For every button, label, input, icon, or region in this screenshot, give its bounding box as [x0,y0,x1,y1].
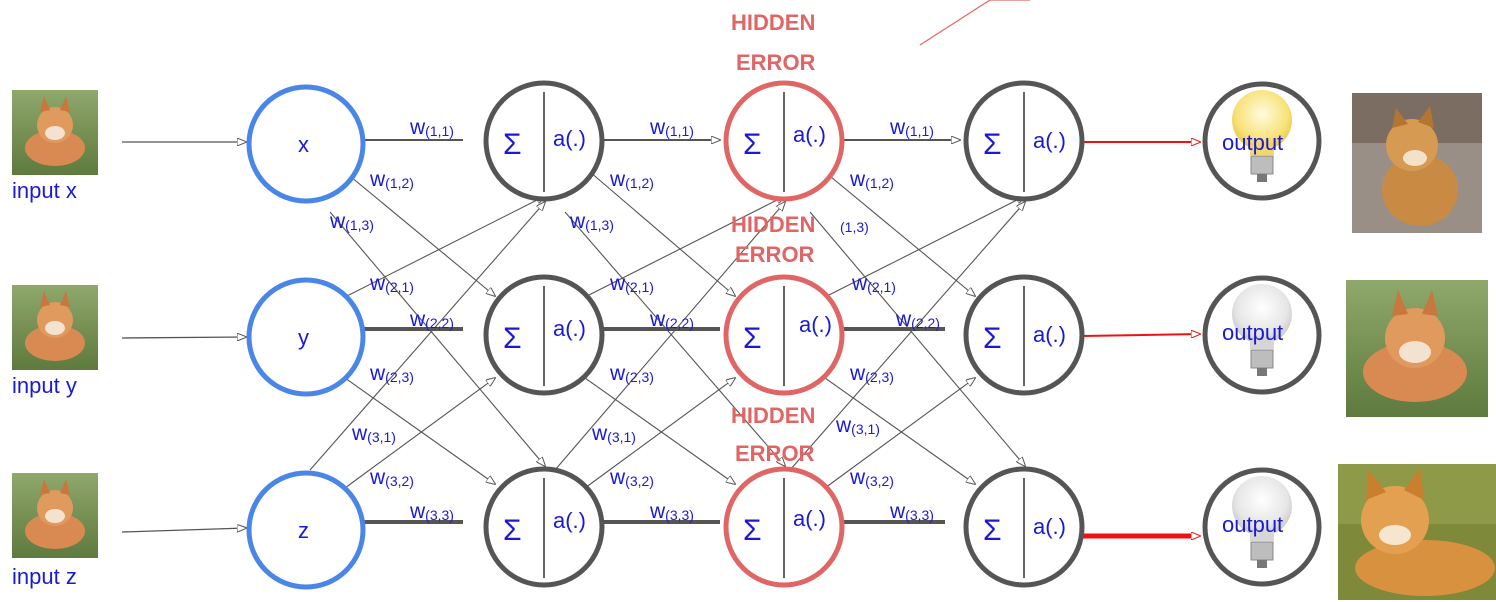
svg-text:w(3,1): w(3,1) [351,422,396,445]
svg-text:Σ: Σ [743,514,762,547]
output-neuron-1: Σ a(.) [963,80,1085,202]
connections-layer-1 [309,171,545,489]
output-image-3 [1338,464,1496,600]
svg-text:w(3,2): w(3,2) [849,466,894,489]
svg-text:z: z [298,518,309,543]
svg-text:w(1,3): w(1,3) [329,210,374,233]
input-node-y: y [246,277,366,397]
output-node-1: output [1202,81,1322,201]
svg-text:w(3,3): w(3,3) [889,500,934,523]
svg-text:Σ: Σ [743,128,762,161]
hidden-error-label-1: HIDDEN ERROR [731,10,816,75]
svg-text:a(.): a(.) [553,316,586,341]
input-label-x: input x [12,178,77,203]
svg-text:a(.): a(.) [1033,128,1066,153]
unlit-lightbulb-icon [1232,476,1292,568]
output-node-2: output [1202,275,1322,395]
svg-text:w(1,1): w(1,1) [649,116,694,139]
svg-text:a(.): a(.) [799,312,832,337]
output-image-2 [1346,280,1488,417]
lit-lightbulb-icon [1232,90,1292,182]
input-image-y [12,285,98,370]
svg-text:output: output [1222,130,1283,155]
output-node-3: output [1202,467,1322,587]
connections-layer-3 [789,171,1025,489]
svg-text:w(3,3): w(3,3) [409,500,454,523]
svg-text:a(.): a(.) [553,508,586,533]
svg-text:w(3,1): w(3,1) [591,422,636,445]
svg-text:w(2,3): w(2,3) [849,362,894,385]
weights-layer-2: w(1,1) w(1,2) w(1,3) w(2,1) w(2,2) w(2,3… [569,116,694,523]
hidden2-neuron-1: Σ a(.) [723,80,845,202]
svg-text:Σ: Σ [983,128,1002,161]
svg-text:w(2,2): w(2,2) [649,308,694,331]
svg-text:Σ: Σ [743,322,762,355]
output-neuron-3: Σ a(.) [963,466,1085,588]
input-node-z: z [246,470,366,590]
svg-text:w(2,3): w(2,3) [369,362,414,385]
svg-text:HIDDEN: HIDDEN [731,403,815,428]
svg-text:w(3,3): w(3,3) [649,500,694,523]
weights-layer-1: w(1,1) w(1,2) w(1,3) w(2,1) w(2,2) w(2,3… [329,116,454,523]
svg-text:w(2,3): w(2,3) [609,362,654,385]
hidden1-neuron-3: Σ a(.) [483,466,605,588]
svg-text:Σ: Σ [503,514,522,547]
svg-text:(1,3): (1,3) [840,219,869,235]
input-image-x [12,90,98,175]
input-image-z [12,473,98,558]
hidden-error-label-3: HIDDEN ERROR [731,403,815,466]
output-arrows [1081,142,1200,536]
svg-text:Σ: Σ [983,514,1002,547]
connections-layer-2 [554,171,785,489]
svg-text:a(.): a(.) [553,126,586,151]
svg-text:HIDDEN: HIDDEN [731,212,815,237]
output-neuron-2: Σ a(.) [963,274,1085,396]
svg-text:ERROR: ERROR [735,441,815,466]
svg-text:a(.): a(.) [793,506,826,531]
hidden2-neuron-3: Σ a(.) [723,466,845,588]
hidden1-neuron-1: Σ a(.) [483,80,605,202]
input-label-z: input z [12,564,77,589]
input-arrows [121,142,246,533]
svg-text:w(1,1): w(1,1) [889,116,934,139]
svg-text:w(1,2): w(1,2) [369,168,414,191]
svg-text:output: output [1222,320,1283,345]
decorative-callout-lines [919,0,1030,46]
svg-text:w(2,1): w(2,1) [851,272,896,295]
svg-text:x: x [298,132,309,157]
svg-text:Σ: Σ [503,128,522,161]
svg-text:output: output [1222,512,1283,537]
straight-connections [360,140,960,524]
svg-text:ERROR: ERROR [735,242,815,267]
svg-text:w(1,2): w(1,2) [609,168,654,191]
hidden-error-label-2: HIDDEN ERROR [731,212,815,267]
svg-text:w(2,2): w(2,2) [409,308,454,331]
svg-text:w(2,1): w(2,1) [369,272,414,295]
svg-text:w(2,2): w(2,2) [895,308,940,331]
svg-text:Σ: Σ [503,322,522,355]
unlit-lightbulb-icon [1232,284,1292,376]
svg-text:a(.): a(.) [793,122,826,147]
svg-text:HIDDEN: HIDDEN [731,10,815,35]
svg-text:w(2,1): w(2,1) [609,272,654,295]
svg-text:w(3,2): w(3,2) [369,466,414,489]
hidden2-neuron-2: Σ a(.) [723,274,845,396]
svg-text:w(3,2): w(3,2) [609,466,654,489]
input-label-y: input y [12,373,77,398]
svg-text:ERROR: ERROR [736,50,816,75]
input-node-x: x [246,84,366,204]
svg-text:w(3,1): w(3,1) [835,414,880,437]
svg-text:w(1,1): w(1,1) [409,116,454,139]
weights-layer-3: w(1,1) w(1,2) (1,3) w(2,1) w(2,2) w(2,3)… [835,116,940,523]
hidden1-neuron-2: Σ a(.) [483,274,605,396]
svg-text:a(.): a(.) [1033,514,1066,539]
output-image-1 [1352,93,1482,233]
svg-text:w(1,3): w(1,3) [569,210,614,233]
svg-text:w(1,2): w(1,2) [849,168,894,191]
svg-text:y: y [298,325,309,350]
svg-text:Σ: Σ [983,322,1002,355]
svg-text:a(.): a(.) [1033,322,1066,347]
